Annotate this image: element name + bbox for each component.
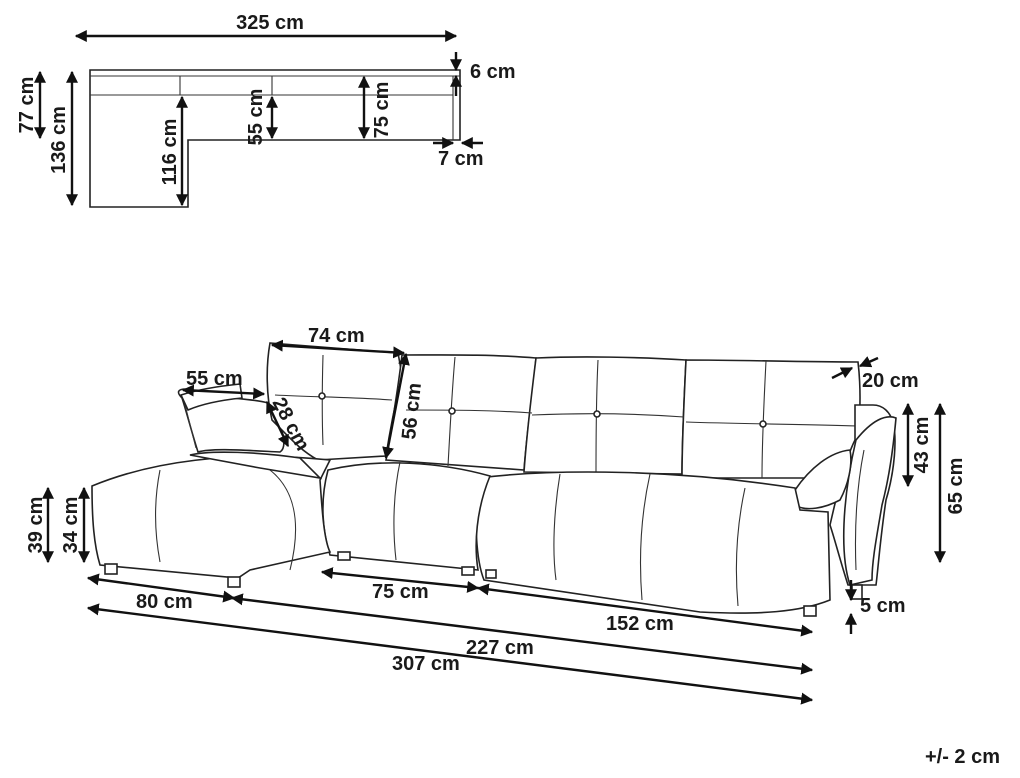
dim-line-307 bbox=[86, 603, 814, 705]
label-seat-depth-75: 75 cm bbox=[371, 82, 393, 139]
label-arm-thickness-7: 7 cm bbox=[438, 148, 484, 170]
dim-line-28 bbox=[265, 400, 290, 448]
tolerance-note: +/- 2 cm bbox=[925, 746, 1000, 768]
dim-line-74 bbox=[270, 339, 406, 359]
label-leg-height-5: 5 cm bbox=[860, 595, 906, 617]
label-total-height-65: 65 cm bbox=[945, 458, 967, 515]
dim-line-55-pillow bbox=[181, 384, 266, 400]
label-pillow-width-55: 55 cm bbox=[186, 368, 243, 390]
right-seat bbox=[475, 471, 831, 614]
right-pillow bbox=[794, 449, 852, 510]
label-back-depth-77: 77 cm bbox=[16, 77, 38, 134]
label-total-width-307: 307 cm bbox=[392, 653, 460, 675]
dim-line-20b bbox=[831, 366, 854, 380]
label-back-cushion-width-74: 74 cm bbox=[308, 325, 365, 347]
label-chaise-depth-116: 116 cm bbox=[159, 119, 181, 186]
chaise bbox=[91, 455, 332, 579]
label-seat-depth-55: 55 cm bbox=[245, 89, 267, 146]
label-chaise-width-80: 80 cm bbox=[136, 591, 193, 613]
dim-line-75-front bbox=[320, 567, 480, 593]
top-view: 325 cm 6 cm 7 cm 77 cm 136 cm 116 cm 55 … bbox=[16, 12, 516, 208]
label-depth-136: 136 cm bbox=[48, 106, 70, 174]
label-right-width-152: 152 cm bbox=[606, 613, 674, 635]
front-view: 74 cm 55 cm 28 cm 56 cm 20 cm 43 cm 65 c… bbox=[25, 325, 967, 705]
label-back-thickness-6: 6 cm bbox=[470, 61, 516, 83]
sofa-drawing bbox=[91, 342, 897, 617]
top-view-outline bbox=[89, 69, 461, 208]
tufting bbox=[274, 354, 859, 479]
label-back-cushion-depth-20: 20 cm bbox=[862, 370, 919, 392]
label-sofa-width-227: 227 cm bbox=[466, 637, 534, 659]
dim-line-20 bbox=[858, 356, 879, 368]
label-cushion-height-34: 34 cm bbox=[60, 497, 82, 554]
label-arm-height-43: 43 cm bbox=[911, 417, 933, 474]
label-seat-height-39: 39 cm bbox=[25, 497, 47, 554]
dim-line-56 bbox=[382, 352, 410, 460]
label-width-325: 325 cm bbox=[236, 12, 304, 34]
label-middle-width-75: 75 cm bbox=[372, 581, 429, 603]
dim-line-80 bbox=[86, 573, 236, 603]
